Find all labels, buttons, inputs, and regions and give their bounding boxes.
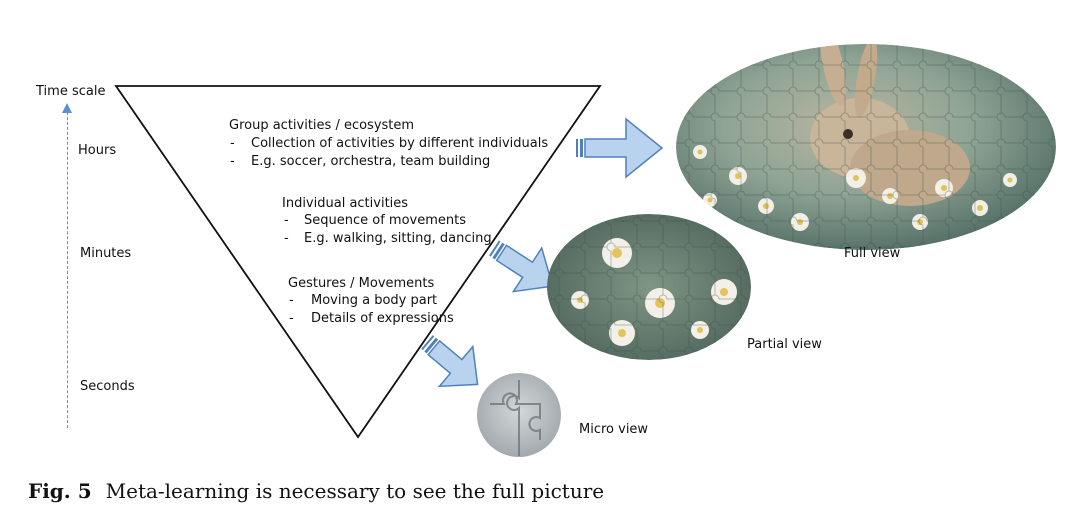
level-item-gestures-2: Details of expressions [311, 311, 454, 326]
bullet-dash: - [230, 154, 235, 169]
arrow-to-partial-view [489, 240, 554, 293]
arrow-to-full-view [576, 117, 664, 179]
micro-view-puzzle-image [477, 373, 561, 457]
time-axis-arrow-icon [62, 103, 72, 113]
bullet-dash: - [289, 293, 294, 308]
bullet-dash: - [289, 311, 294, 326]
full-view-puzzle-image [676, 44, 1056, 250]
partial-view-puzzle-image [547, 214, 751, 360]
time-scale-title: Time scale [36, 84, 106, 99]
level-item-individual-2: E.g. walking, sitting, dancing [304, 231, 492, 246]
time-level-hours: Hours [78, 143, 117, 158]
arrow-to-micro-view [421, 335, 479, 388]
time-level-minutes: Minutes [80, 246, 132, 261]
level-item-group-2: E.g. soccer, orchestra, team building [251, 154, 491, 169]
full-view-label: Full view [844, 246, 901, 261]
time-axis-line [67, 112, 68, 428]
bullet-dash: - [284, 231, 289, 246]
level-item-group-1: Collection of activities by different in… [251, 136, 549, 151]
level-heading-group: Group activities / ecosystem [229, 118, 415, 133]
level-heading-gestures: Gestures / Movements [288, 276, 435, 291]
figure-number: Fig. 5 [28, 479, 92, 503]
level-item-individual-1: Sequence of movements [304, 213, 466, 228]
partial-view-label: Partial view [747, 337, 822, 352]
micro-view-label: Micro view [579, 422, 649, 437]
level-item-gestures-1: Moving a body part [311, 293, 438, 308]
figure-caption-text: Meta-learning is necessary to see the fu… [105, 479, 605, 503]
level-heading-individual: Individual activities [282, 196, 409, 211]
time-level-seconds: Seconds [80, 379, 135, 394]
bullet-dash: - [284, 213, 289, 228]
bullet-dash: - [230, 136, 235, 151]
hierarchy-triangle [114, 85, 602, 439]
figure-caption: Fig. 5 Meta-learning is necessary to see … [28, 478, 604, 504]
